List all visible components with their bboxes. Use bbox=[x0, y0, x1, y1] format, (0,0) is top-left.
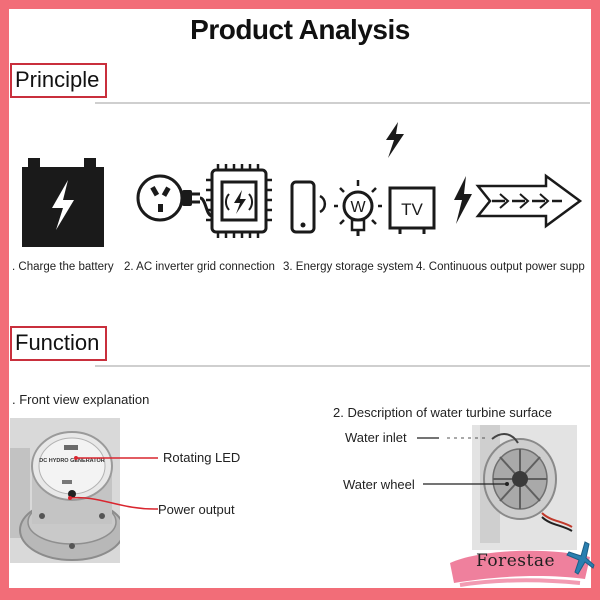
frame-bottom bbox=[0, 588, 600, 600]
turbine-callout-lines bbox=[417, 437, 509, 486]
step-1-label: . Charge the battery bbox=[12, 261, 114, 273]
turbine-heading: 2. Description of water turbine surface bbox=[333, 405, 552, 420]
frame-top bbox=[0, 0, 600, 9]
inverter-plug-icon bbox=[136, 164, 272, 238]
front-view-heading: . Front view explanation bbox=[12, 392, 150, 407]
callout-water-wheel: Water wheel bbox=[343, 477, 415, 492]
frame-right bbox=[591, 0, 600, 600]
frame-left bbox=[0, 0, 9, 600]
callout-rotating-led: Rotating LED bbox=[163, 450, 241, 465]
lightning-arrow-icon bbox=[454, 173, 583, 229]
principle-divider bbox=[95, 102, 590, 104]
generator-front-photo: DC HYDRO GENERATOR bbox=[10, 418, 120, 563]
step-3-label: 3. Energy storage system bbox=[283, 261, 414, 273]
brand-logo-text: Forestae bbox=[476, 551, 556, 571]
callout-water-inlet: Water inlet bbox=[345, 430, 407, 445]
phone-bulb-tv-icon: W TV bbox=[290, 122, 436, 236]
principle-heading: Principle bbox=[10, 63, 108, 98]
tv-letters: TV bbox=[401, 200, 423, 219]
front-callout-lines bbox=[68, 456, 159, 510]
battery-icon bbox=[22, 158, 104, 247]
callout-power-output: Power output bbox=[158, 502, 235, 517]
function-heading: Function bbox=[10, 326, 108, 361]
bulb-letter: W bbox=[350, 199, 366, 216]
step-2-label: 2. AC inverter grid connection bbox=[124, 261, 275, 273]
airplane-icon bbox=[566, 541, 595, 575]
device-label-text: DC HYDRO GENERATOR bbox=[39, 458, 105, 464]
step-4-label: 4. Continuous output power supp bbox=[416, 261, 585, 273]
brand-brush-stroke bbox=[450, 550, 590, 587]
function-divider bbox=[95, 365, 590, 367]
page-title: Product Analysis bbox=[190, 14, 410, 45]
turbine-surface-photo bbox=[472, 425, 577, 550]
